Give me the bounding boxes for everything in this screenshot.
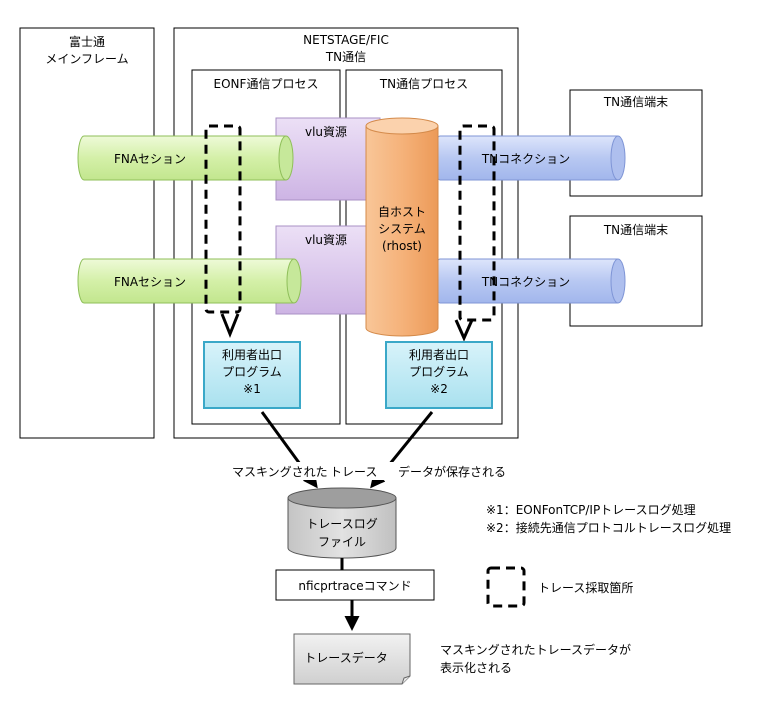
masked-saved-label-part1: マスキングされた [232,465,328,479]
fna-session-label-2: FNAセション [114,275,186,289]
trace-log-file-cylinder [287,487,397,559]
legend-dashed-box-icon [486,566,526,608]
trace-log-file-line2: ファイル [318,535,366,549]
trace-capture-point-1 [204,124,242,339]
rhost-label-line3: (rhost) [382,239,422,253]
rhost-label-line2: システム [378,222,426,236]
exit-program-2-line1: 利用者出口 [409,348,469,362]
trace-log-file-line1: トレースログ [306,517,377,531]
rhost-cylinder [365,117,439,337]
rhost-label-line1: 自ホスト [378,205,426,219]
command-label: nficprtraceコマンド [298,579,411,593]
exit-program-2-line3: ※2 [430,382,448,396]
netstage-title-line2: TN通信 [325,50,366,64]
note-2: ※2：接続先通信プロトコルトレースログ処理 [486,520,731,535]
mainframe-title-line1: 富士通 [69,34,105,49]
terminal-label-1: TN通信端末 [603,95,668,109]
eonf-process-label: EONF通信プロセス [214,77,319,91]
terminal-label-2: TN通信端末 [603,223,668,237]
mainframe-box [19,27,155,439]
tn-process-label: TN通信プロセス [379,77,468,91]
tn-connection-label-1: TNコネクション [481,152,570,166]
command-box [275,569,435,601]
tn-connection-label-2: TNコネクション [481,275,570,289]
masked-saved-label-part3: データが保存される [398,464,506,479]
masked-display-label-line2: 表示化される [440,661,512,675]
trace-data-document [293,633,411,685]
vlu-resource-label-1: vlu資源 [305,125,347,139]
masked-display-label-line1: マスキングされたトレースデータが [440,642,631,657]
trace-data-label: トレースデータ [304,650,387,665]
fna-session-cylinder-1 [77,135,294,181]
exit-program-1-line2: プログラム [222,365,282,379]
exit-program-1-line3: ※1 [243,382,261,396]
mainframe-title-line2: メインフレーム [45,52,128,66]
exit-program-1-line1: 利用者出口 [222,348,282,362]
exit-program-box-2 [385,341,493,409]
masked-saved-label-part2: トレース [330,465,377,479]
fna-session-cylinder-2 [77,258,302,304]
vlu-resource-label-2: vlu資源 [305,233,347,247]
exit-program-2-line2: プログラム [409,365,469,379]
exit-program-box-1 [203,341,301,409]
tn-connection-cylinder-1 [433,135,626,181]
note-1: ※1：EONFonTCP/IPトレースログ処理 [486,503,696,517]
legend-label: トレース採取箇所 [538,581,633,595]
netstage-title-line1: NETSTAGE/FIC [303,33,389,47]
trace-capture-point-2 [454,124,496,342]
fna-session-label-1: FNAセション [114,152,186,166]
